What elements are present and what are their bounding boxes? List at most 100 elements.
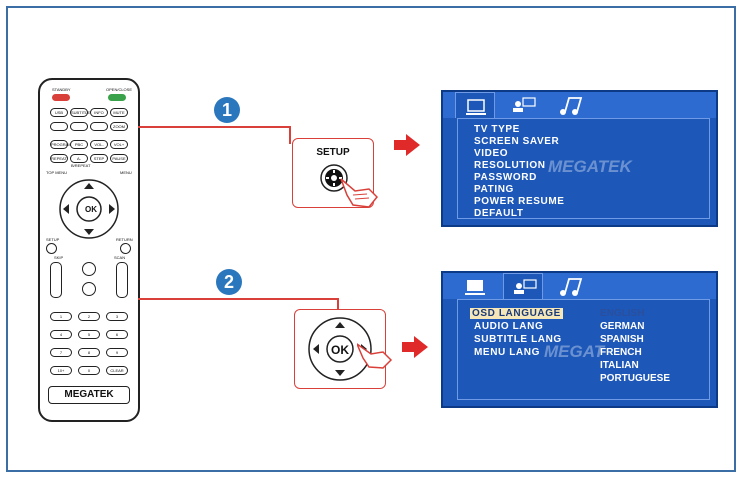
vol-down-button[interactable]: VOL-: [90, 140, 108, 149]
osd-setup-screen: TV TYPE SCREEN SAVER VIDEO RESOLUTION PA…: [441, 90, 718, 227]
pointing-hand-2-icon: [357, 343, 393, 369]
num-4-button[interactable]: 4: [50, 330, 72, 339]
num-10plus-button[interactable]: 10+: [50, 366, 72, 375]
option-english[interactable]: ENGLISH: [600, 308, 645, 319]
standby-button[interactable]: [52, 94, 70, 101]
monitor-icon: [466, 99, 486, 115]
menu-item-audio-lang[interactable]: AUDIO LANG: [474, 321, 544, 332]
megatek-watermark-2: MEGAT: [544, 342, 605, 361]
top-menu-label: TOP MENU: [46, 170, 67, 175]
tab-language[interactable]: [503, 92, 543, 118]
megatek-watermark: MEGATEK: [548, 157, 632, 176]
tab-audio[interactable]: [551, 92, 591, 118]
return-label: RETURN: [116, 237, 133, 242]
open-close-label: OPEN/CLOSE: [106, 87, 133, 92]
ab-repeat-button[interactable]: A-B/REPEAT: [70, 154, 91, 168]
option-italian[interactable]: ITALIAN: [600, 360, 639, 371]
vol-up-button[interactable]: VOL+: [110, 140, 128, 149]
step1-connector: [138, 126, 290, 128]
tab2-language[interactable]: [503, 273, 543, 299]
tab-general[interactable]: [455, 92, 495, 118]
lock-button[interactable]: [90, 122, 108, 131]
return-button[interactable]: [120, 243, 131, 254]
play-pause-button[interactable]: [82, 262, 96, 276]
menu-item-screen-saver[interactable]: SCREEN SAVER: [474, 136, 560, 147]
setup-label: SETUP: [46, 237, 60, 242]
num-5-button[interactable]: 5: [78, 330, 100, 339]
num-0-button[interactable]: 0: [78, 366, 100, 375]
menu-item-menu-lang[interactable]: MENU LANG: [474, 347, 540, 358]
step2-connector-drop: [337, 298, 339, 310]
ok-label: OK: [85, 205, 97, 214]
osd-language-screen: OSD LANGUAGE AUDIO LANG SUBTITLE LANG ME…: [441, 271, 718, 408]
angle-button[interactable]: [50, 122, 68, 131]
remote-brand-logo: MEGATEK: [48, 386, 130, 404]
num-2-button[interactable]: 2: [78, 312, 100, 321]
info-button[interactable]: INFO: [90, 108, 108, 117]
music-note-icon: [560, 97, 583, 115]
subtitle-button[interactable]: SUBTITLE: [70, 108, 91, 117]
step-1-badge: 1: [214, 97, 240, 123]
num-8-button[interactable]: 8: [78, 348, 100, 357]
step1-arrow-icon: [394, 134, 420, 156]
num-1-button[interactable]: 1: [50, 312, 72, 321]
stop-button[interactable]: [82, 282, 96, 296]
pause-button[interactable]: PAUSE: [110, 154, 128, 163]
tab2-general[interactable]: [455, 273, 495, 299]
menu-item-subtitle-lang[interactable]: SUBTITLE LANG: [474, 334, 562, 345]
menu-item-resolution[interactable]: RESOLUTION: [474, 160, 546, 171]
step-button[interactable]: STEP: [90, 154, 108, 163]
tab2-audio[interactable]: [551, 273, 591, 299]
dpad-icon[interactable]: [58, 178, 120, 240]
scan-label: SCAN: [114, 255, 126, 260]
music-note-2-icon: [560, 278, 583, 296]
menu-item-rating[interactable]: PATING: [474, 184, 514, 195]
setup-button-card: SETUP: [292, 138, 379, 208]
clear-button[interactable]: CLEAR: [106, 366, 128, 375]
osd-tabs: [443, 92, 716, 118]
menu-item-osd-language[interactable]: OSD LANGUAGE: [470, 308, 563, 319]
speaking-person-icon: [513, 97, 536, 112]
step-2-badge: 2: [216, 269, 242, 295]
menu-item-tv-type[interactable]: TV TYPE: [474, 124, 520, 135]
program-button[interactable]: PROGRAM: [50, 140, 72, 149]
mute-button[interactable]: MUTE: [110, 108, 128, 117]
menu-item-default[interactable]: DEFAULT: [474, 208, 524, 219]
menu-item-power-resume[interactable]: POWER RESUME: [474, 196, 565, 207]
repeat-button[interactable]: REPEAT: [50, 154, 68, 163]
setup-card-title: SETUP: [316, 147, 350, 158]
speaking-person-2-icon: [514, 279, 537, 294]
setup-button[interactable]: [46, 243, 57, 254]
menu-item-password[interactable]: PASSWORD: [474, 172, 537, 183]
dpad-large-icon[interactable]: [307, 316, 373, 382]
monitor-2-icon: [465, 280, 485, 295]
option-spanish[interactable]: SPANISH: [600, 334, 644, 345]
gear-icon[interactable]: [319, 163, 349, 193]
step2-arrow-icon: [402, 336, 428, 358]
scan-rocker[interactable]: [116, 262, 128, 298]
usb-button[interactable]: USB: [50, 108, 68, 117]
option-portuguese[interactable]: PORTUGUESE: [600, 373, 671, 384]
step1-connector-drop: [289, 126, 291, 144]
option-german[interactable]: GERMAN: [600, 321, 645, 332]
num-3-button[interactable]: 3: [106, 312, 128, 321]
dpad-ok-label: OK: [331, 343, 349, 357]
open-close-button[interactable]: [108, 94, 126, 101]
dpad-card: OK: [294, 309, 393, 389]
option-french[interactable]: FRENCH: [600, 347, 642, 358]
skip-rocker[interactable]: [50, 262, 62, 298]
pbc-button[interactable]: PBC: [70, 140, 88, 149]
num-9-button[interactable]: 9: [106, 348, 128, 357]
step2-connector: [138, 298, 338, 300]
zoom-button[interactable]: ZOOM: [110, 122, 128, 131]
audio-button[interactable]: [70, 122, 88, 131]
menu-item-video[interactable]: VIDEO: [474, 148, 509, 159]
num-6-button[interactable]: 6: [106, 330, 128, 339]
remote-control: STANDBY OPEN/CLOSE USB SUBTITLE INFO MUT…: [38, 78, 140, 422]
standby-label: STANDBY: [52, 87, 71, 92]
osd-language-list: OSD LANGUAGE AUDIO LANG SUBTITLE LANG ME…: [457, 299, 710, 400]
pointing-hand-icon: [340, 178, 379, 208]
num-7-button[interactable]: 7: [50, 348, 72, 357]
osd2-tabs: [443, 273, 716, 299]
menu-label: MENU: [120, 170, 132, 175]
